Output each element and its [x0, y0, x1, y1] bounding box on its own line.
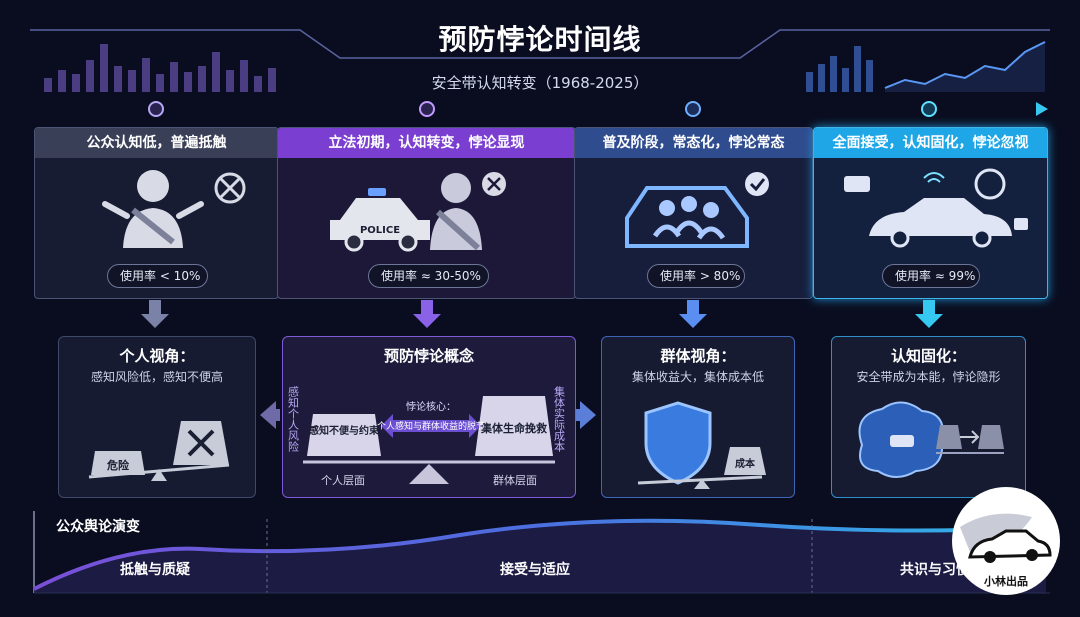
individual-panel: 个人视角： 感知风险低，感知不便高 危险	[58, 336, 256, 498]
page-title: 预防悖论时间线	[438, 23, 642, 56]
left-level: 个人层面	[321, 474, 365, 487]
watermark-text: 小林出品	[984, 575, 1028, 588]
panel-title: 个人视角：	[119, 347, 195, 365]
reluctant-person-icon	[102, 170, 246, 248]
balance-scale-icon: 危险	[88, 421, 230, 481]
cognition-panel: 认知固化： 安全带成为本能，悖论隐形	[831, 336, 1026, 498]
stage-heading: 立法初期，认知转变，悖论显现	[278, 128, 575, 158]
smart-car-icon	[844, 168, 1028, 248]
left-vertical-label: 感知个人风险	[287, 386, 300, 453]
right-line-graph	[884, 41, 1046, 89]
usage-badge: 使用率 ≈ 99%	[882, 264, 980, 288]
panel-subtitle: 集体收益大，集体成本低	[631, 370, 764, 384]
stage-card-2: 立法初期，认知转变，悖论显现 POLICE 使用率 ≈ 30-50%	[277, 127, 576, 299]
stage-card-3: 普及阶段，常态化，悖论常态 使用率 > 80%	[574, 127, 813, 299]
panel-title: 认知固化：	[890, 347, 966, 365]
group-panel: 群体视角： 集体收益大，集体成本低 成本	[601, 336, 795, 498]
right-weight: 集体生命挽救	[480, 421, 547, 435]
phase-label: 抵触与质疑	[120, 562, 190, 578]
opinion-label: 公众舆论演变	[56, 519, 140, 535]
core-label: 悖论核心：	[406, 400, 456, 413]
stage-card-4: 全面接受，认知固化，悖论忽视 使用率 ≈ 99%	[813, 127, 1048, 299]
left-bars	[44, 44, 276, 92]
left-weight: 感知不便与约束	[309, 424, 380, 437]
police-label: POLICE	[360, 225, 400, 236]
right-bars	[806, 46, 873, 92]
side-arrows	[260, 401, 596, 429]
weight-label: 危险	[106, 458, 130, 472]
page-subtitle: 安全带认知转变（1968-2025）	[431, 74, 649, 92]
down-arrows	[141, 300, 943, 328]
concept-scale: 感知个人风险 集体实际成本 感知不便与约束 集体生命挽救 悖论核心： 个人感知与…	[287, 385, 566, 487]
stage-heading: 普及阶段，常态化，悖论常态	[575, 128, 812, 158]
usage-badge: 使用率 < 10%	[107, 264, 208, 288]
right-level: 群体层面	[493, 473, 537, 487]
phase-label: 接受与适应	[500, 562, 570, 578]
police-car-icon: POLICE	[330, 172, 506, 252]
panel-subtitle: 感知风险低，感知不便高	[90, 370, 223, 384]
weight-label: 成本	[735, 457, 756, 470]
core-text: 个人感知与群体收益的脱节	[377, 420, 485, 432]
timeline-nodes	[148, 101, 937, 117]
header-decor	[30, 29, 1050, 117]
family-car-icon	[625, 172, 769, 248]
shield-icon: 成本	[637, 401, 766, 489]
usage-badge: 使用率 ≈ 30-50%	[368, 264, 489, 288]
stage-card-1: 公众认知低，普遍抵触 使用率 < 10%	[34, 127, 279, 299]
brain-icon	[858, 401, 1004, 478]
stage-heading: 公众认知低，普遍抵触	[35, 128, 278, 158]
stage-heading: 全面接受，认知固化，悖论忽视	[814, 128, 1047, 158]
panel-title: 预防悖论概念	[383, 347, 474, 365]
phase-label: 共识与习惯	[900, 562, 970, 578]
panel-title: 群体视角：	[660, 347, 736, 365]
watermark-badge: 小林出品	[952, 487, 1060, 595]
car-logo-icon	[960, 513, 1052, 563]
opinion-curve	[33, 511, 1050, 594]
concept-panel: 预防悖论概念 感知个人风险 集体实际成本 感知不便与约束 集体生命挽救 悖论核心…	[282, 336, 576, 498]
panel-subtitle: 安全带成为本能，悖论隐形	[856, 370, 1001, 384]
usage-badge: 使用率 > 80%	[647, 264, 745, 288]
right-vertical-label: 集体实际成本	[553, 385, 566, 453]
